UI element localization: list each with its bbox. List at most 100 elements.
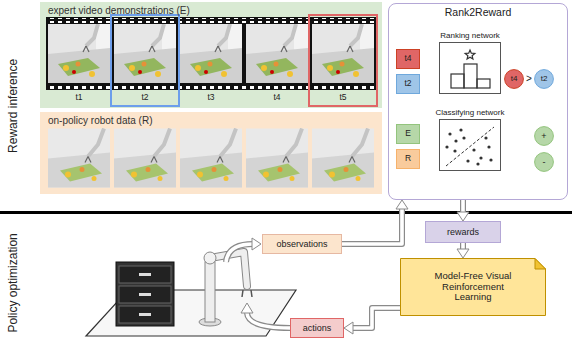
arrow-head (457, 212, 469, 221)
video-frame (48, 24, 110, 83)
robot-frame (48, 129, 110, 188)
podium-step (451, 74, 464, 88)
scatter-dot (487, 145, 490, 148)
node-text: R (405, 154, 411, 164)
arrow-outline (353, 308, 400, 328)
node-text: t2 (541, 74, 548, 83)
arrow-fill (461, 243, 465, 249)
podium-star (465, 50, 475, 59)
robot-joint (204, 252, 216, 264)
node-text: rewards (447, 227, 479, 237)
frame-time-label: t1 (75, 93, 82, 103)
note-shape (401, 259, 546, 316)
scatter-icon (445, 127, 494, 166)
node-text: - (543, 157, 546, 167)
data-panel: expert video demonstrations (E) (40, 2, 382, 108)
node-text: t4 (404, 54, 411, 64)
arrow-head (241, 303, 253, 313)
drawer-handle (139, 293, 151, 296)
circle-shape (535, 127, 554, 146)
robot-to-observations-arrow (226, 238, 261, 262)
robot-frames (48, 129, 374, 188)
flow-arrow (342, 200, 408, 244)
arrow-fill (342, 209, 402, 244)
actions-to-robot-arrow (241, 303, 290, 328)
network-frame (439, 42, 501, 94)
heading-text: on-policy robot data (R) (40, 112, 382, 127)
podium-step (477, 79, 490, 88)
arrow-outline (226, 244, 253, 262)
signal-box: rewards (425, 221, 501, 243)
frame-highlight (309, 15, 377, 106)
node-text: + (541, 131, 546, 141)
scatter-dot (472, 148, 475, 151)
circle-shape (505, 70, 524, 89)
film-perforation (46, 18, 378, 23)
arrow-head (396, 200, 408, 209)
scatter-dot (459, 128, 462, 131)
source-tag: E (396, 124, 420, 144)
heading-text: Ranking network (440, 31, 500, 40)
flow-arrow (344, 308, 400, 334)
podium-step (464, 64, 477, 88)
video-frame (246, 24, 308, 83)
circle-shape (535, 70, 554, 89)
node-text: t2 (404, 79, 411, 89)
heading-text: expert video demonstrations (E) (40, 2, 382, 17)
heading-text: Rank2Reward (389, 4, 567, 18)
frame-time-label: t3 (207, 93, 214, 103)
frame-time-label: t5 (339, 93, 346, 103)
robot-gripper (242, 290, 252, 297)
scatter-dot (454, 139, 457, 142)
drawer (119, 266, 171, 283)
node-text: t4 (511, 74, 518, 83)
node-text: Model-Free Visual Reinforcement Learning (426, 271, 521, 304)
arrow-outline (247, 313, 290, 328)
film-base (46, 17, 378, 90)
arrow-fill (353, 308, 400, 328)
video-frame (312, 24, 374, 83)
decision-line (446, 127, 494, 166)
scatter-dot (466, 159, 469, 162)
scatter-dot (489, 158, 492, 161)
note-fold (535, 259, 546, 270)
arrow-fill (226, 244, 253, 262)
arrow-fill (247, 313, 290, 328)
panel-grounds (40, 2, 382, 194)
network-frame (439, 119, 501, 171)
flow-arrow (457, 243, 469, 258)
scatter-dot (448, 132, 451, 135)
model-box: Rank2Rewardt4t2Ranking networkt4t2ERClas… (388, 3, 568, 200)
robot-frame (246, 129, 308, 188)
drawer (119, 286, 171, 303)
drawer (119, 306, 171, 323)
signal-box: actions (290, 318, 344, 338)
frame-tag: t4 (396, 49, 420, 69)
rank-output: t2 (534, 69, 554, 89)
arrow-fill (461, 200, 465, 212)
signal-box: observations (262, 234, 342, 254)
robot-frame (312, 129, 374, 188)
section-label: Policy optimization (7, 233, 21, 332)
drawer-handle (139, 313, 151, 316)
robot-frame (114, 129, 176, 188)
node-text: actions (303, 323, 332, 333)
scatter-dot (462, 136, 465, 139)
drawer-handle (139, 273, 151, 276)
robot-scene (86, 252, 296, 336)
arrow-outline (342, 209, 402, 244)
network-box: Ranking network (428, 31, 512, 94)
circle-shape (535, 153, 554, 172)
arrow-head (457, 249, 469, 258)
scatter-dot (479, 156, 482, 159)
class-output: - (534, 152, 554, 172)
node-text: observations (276, 239, 327, 249)
flow-arrow (457, 200, 469, 221)
rank-output: t4 (504, 69, 524, 89)
section-label: Reward inference (7, 59, 21, 153)
video-frame (180, 24, 242, 83)
video-frame (114, 24, 176, 83)
source-tag: R (396, 149, 420, 169)
